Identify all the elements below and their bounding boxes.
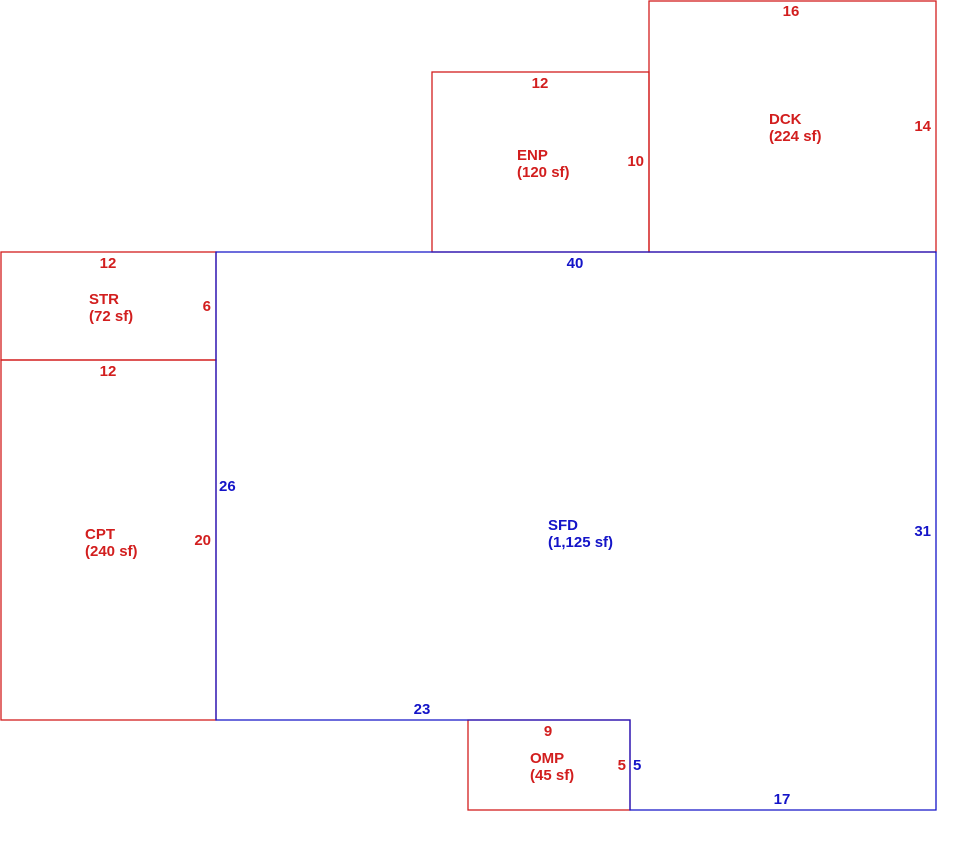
omp-code-label: OMP [530, 750, 564, 767]
dck-dim-top: 16 [783, 3, 800, 20]
dck-code-label: DCK [769, 111, 802, 128]
cpt-code-label: CPT [85, 526, 115, 543]
sfd-dim-bottom-right: 17 [774, 791, 791, 808]
sfd-dim-top: 40 [567, 255, 584, 272]
str-code-label: STR [89, 291, 119, 308]
cpt-dim-right: 20 [194, 532, 211, 549]
sfd-dim-notch: 5 [633, 757, 641, 774]
sfd-outline [215, 251, 937, 811]
enp-dim-right: 10 [627, 153, 644, 170]
str-dim-top: 12 [100, 255, 117, 272]
cpt-dim-top: 12 [100, 363, 117, 380]
sfd-dim-left: 26 [219, 478, 236, 495]
sfd-dim-right: 31 [914, 523, 931, 540]
str-area-label: (72 sf) [89, 308, 133, 325]
sfd-dim-bottom-left: 23 [414, 701, 431, 718]
enp-dim-top: 12 [532, 75, 549, 92]
dck-area-label: (224 sf) [769, 128, 822, 145]
dck-dim-right: 14 [914, 118, 931, 135]
omp-dim-right: 5 [618, 757, 626, 774]
omp-dim-top: 9 [544, 723, 552, 740]
enp-code-label: ENP [517, 147, 548, 164]
omp-area-label: (45 sf) [530, 767, 574, 784]
str-dim-right: 6 [203, 298, 211, 315]
cpt-area-label: (240 sf) [85, 543, 138, 560]
sfd-code-label: SFD [548, 517, 578, 534]
sfd-area-label: (1,125 sf) [548, 534, 613, 551]
enp-area-label: (120 sf) [517, 164, 570, 181]
